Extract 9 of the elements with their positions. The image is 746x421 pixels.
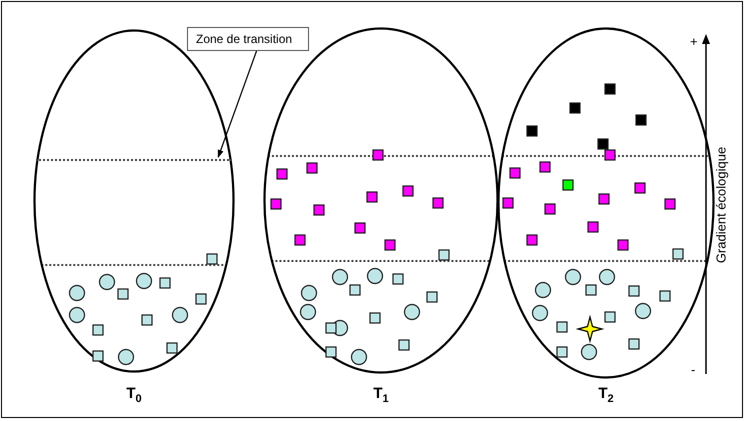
time-label: T$_{2}$ xyxy=(597,385,615,405)
leader-arrow xyxy=(218,50,258,158)
axis-label: Gradient écologique xyxy=(714,146,728,264)
plus-sign: + xyxy=(690,34,698,49)
callout-box: Zone de transition xyxy=(187,27,309,51)
minus-sign: - xyxy=(691,362,696,377)
time-label: T$_{0}$ xyxy=(125,385,143,405)
time-label: T$_{1}$ xyxy=(372,385,390,405)
transition-line xyxy=(36,159,232,161)
